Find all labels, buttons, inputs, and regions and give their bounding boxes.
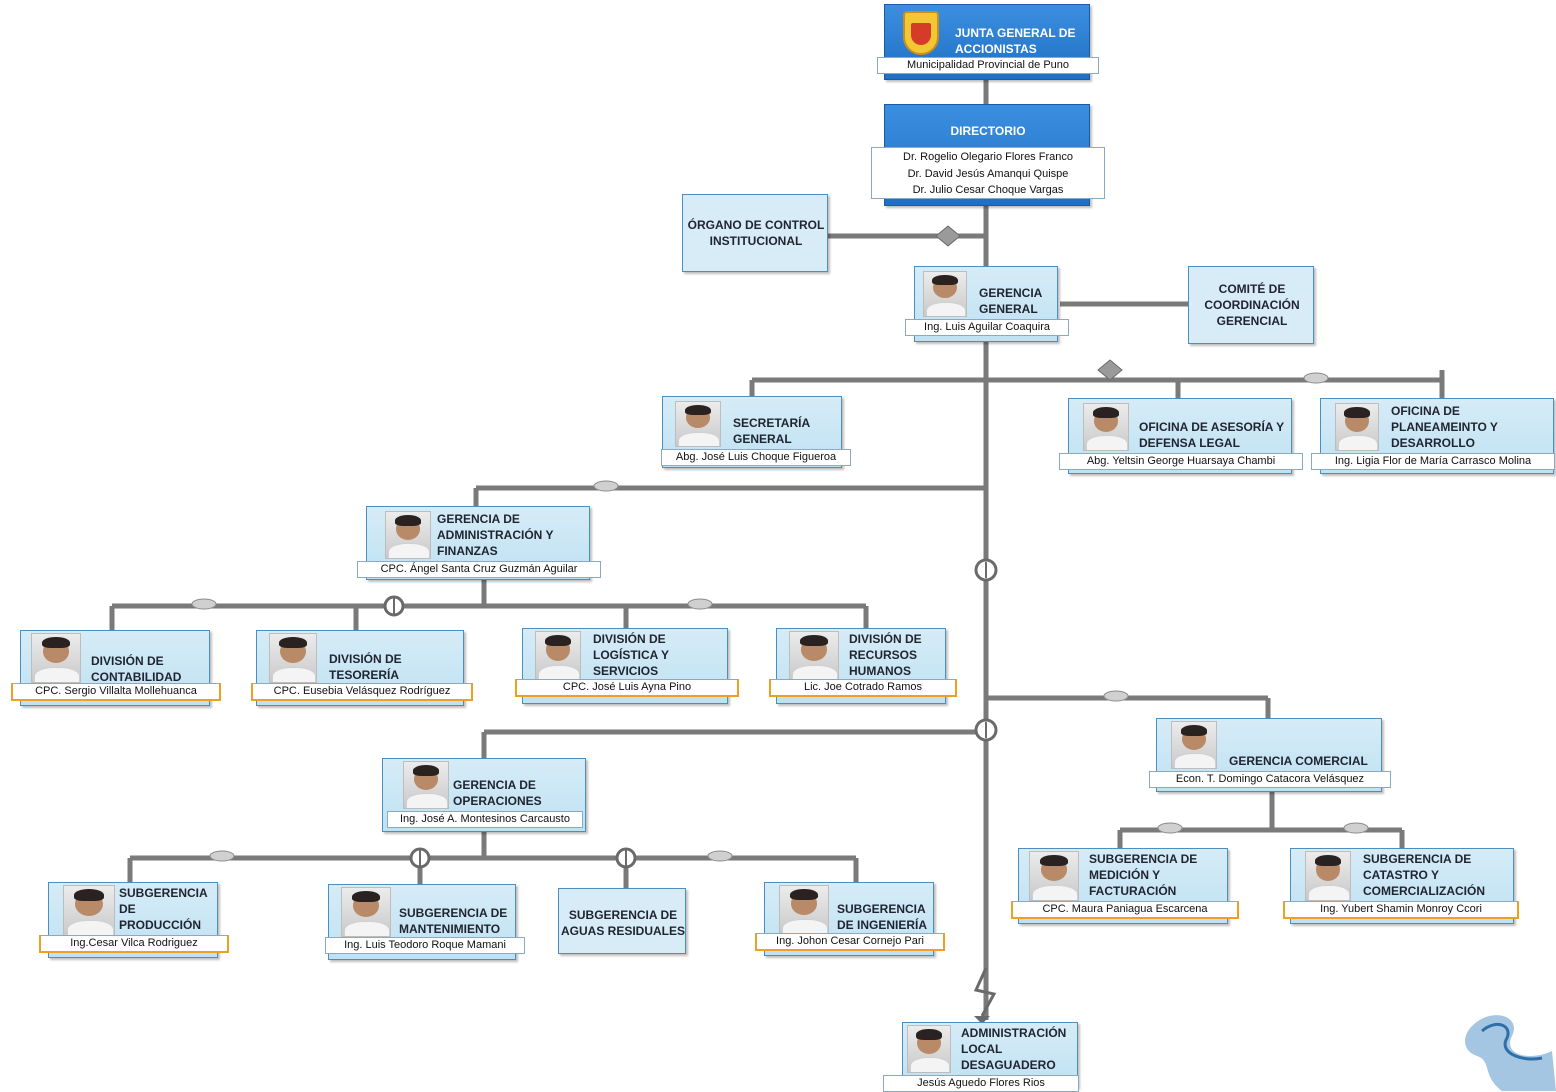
residuales-title: SUBGERENCIA DE AGUAS RESIDUALES [560,908,685,938]
comite-title: COMITÉ DE COORDINACIÓN GERENCIAL [1204,282,1300,328]
desaguadero-title: ADMINISTRACIÓN LOCAL DESAGUADERO [961,1026,1067,1072]
directorio-member: Dr. David Jesús Amanqui Quispe [907,167,1069,180]
residuales-box[interactable]: SUBGERENCIA DE AGUAS RESIDUALES [558,888,686,954]
comercial-box[interactable]: GERENCIA COMERCIAL Econ. T. Domingo Cata… [1149,718,1391,792]
comercial-photo [1171,721,1217,769]
contabilidad-photo [31,633,81,683]
directorio-box[interactable]: DIRECTORIO Dr. Rogelio Olegario Flores F… [871,104,1105,206]
gerencia-general-name: Ing. Luis Aguilar Coaquira [905,319,1069,336]
contabilidad-box[interactable]: DIVISIÓN DE CONTABILIDAD CPC. Sergio Vil… [11,630,221,706]
planeamiento-box[interactable]: OFICINA DE PLANEAMEINTO Y DESARROLLO EMP… [1311,398,1555,474]
gerencia-general-box[interactable]: GERENCIA GENERAL Ing. Luis Aguilar Coaqu… [905,266,1069,342]
desaguadero-box[interactable]: ADMINISTRACIÓN LOCAL DESAGUADERO Jesús A… [883,1022,1079,1092]
comercial-title: GERENCIA COMERCIAL [1229,754,1368,768]
asesoria-box[interactable]: OFICINA DE ASESORÍA Y DEFENSA LEGAL Abg.… [1059,398,1303,474]
medicion-photo [1029,851,1079,901]
rrhh-name: Lic. Joe Cotrado Ramos [769,679,957,697]
ingenieria-name: Ing. Johon Cesar Cornejo Pari [755,933,945,951]
tesoreria-name: CPC. Eusebia Velásquez Rodríguez [251,683,473,701]
ingenieria-photo [779,885,829,935]
operaciones-name: Ing. José A. Montesinos Carcausto [387,811,583,828]
ingenieria-box[interactable]: SUBGERENCIA DE INGENIERÍA Ing. Johon Ces… [755,882,945,956]
gaf-name: CPC. Ángel Santa Cruz Guzmán Aguilar [357,561,601,578]
directorio-member: Dr. Julio Cesar Choque Vargas [912,184,1064,196]
municipal-emblem-icon [903,11,939,55]
logistica-name: CPC. José Luis Ayna Pino [515,679,739,697]
produccion-box[interactable]: SUBGERENCIA DE PRODUCCIÓN DE AGUA Ing.Ce… [39,882,229,958]
organo-control-title: ÓRGANO DE CONTROL INSTITUCIONAL [687,218,825,248]
mantenimiento-name: Ing. Luis Teodoro Roque Mamani [325,937,525,954]
directorio-member: Dr. Rogelio Olegario Flores Franco [903,151,1073,163]
mantenimiento-title: SUBGERENCIA DE MANTENIMIENTO [399,906,508,936]
tesoreria-box[interactable]: DIVISIÓN DE TESORERÍA CPC. Eusebia Velás… [251,630,473,706]
ingenieria-title: SUBGERENCIA DE INGENIERÍA [837,902,928,932]
contabilidad-name: CPC. Sergio Villalta Mollehuanca [11,683,221,701]
junta-title: JUNTA GENERAL DE ACCIONISTAS [955,26,1076,56]
decorative-wave-graphic [1465,1015,1556,1091]
rrhh-photo [789,631,839,681]
contabilidad-title: DIVISIÓN DE CONTABILIDAD [91,654,182,684]
directorio-title: DIRECTORIO [950,124,1026,138]
tesoreria-title: DIVISIÓN DE TESORERÍA [329,652,402,682]
mantenimiento-box[interactable]: SUBGERENCIA DE MANTENIMIENTO Ing. Luis T… [325,884,525,960]
medicion-name: CPC. Maura Paniagua Escarcena [1011,901,1239,919]
catastro-name: Ing. Yubert Shamin Monroy Ccori [1283,901,1519,919]
medicion-title: SUBGERENCIA DE MEDICIÓN Y FACTURACIÓN [1089,852,1198,898]
logistica-photo [535,631,581,681]
desaguadero-photo [907,1025,951,1073]
catastro-photo [1305,851,1351,901]
medicion-box[interactable]: SUBGERENCIA DE MEDICIÓN Y FACTURACIÓN CP… [1011,848,1239,924]
catastro-title: SUBGERENCIA DE CATASTRO Y COMERCIALIZACI… [1363,852,1485,898]
organo-control-box[interactable]: ÓRGANO DE CONTROL INSTITUCIONAL [682,194,828,272]
planeamiento-photo [1335,403,1379,451]
rrhh-title: DIVISIÓN DE RECURSOS HUMANOS [849,632,922,678]
planeamiento-name: Ing. Ligia Flor de María Carrasco Molina [1311,453,1555,470]
operaciones-box[interactable]: GERENCIA DE OPERACIONES Ing. José A. Mon… [382,758,586,832]
rrhh-box[interactable]: DIVISIÓN DE RECURSOS HUMANOS Lic. Joe Co… [769,628,957,704]
junta-name: Municipalidad Provincial de Puno [877,57,1099,74]
gerencia-general-photo [923,271,967,317]
gaf-box[interactable]: GERENCIA DE ADMINISTRACIÓN Y FINANZAS CP… [357,506,601,580]
catastro-box[interactable]: SUBGERENCIA DE CATASTRO Y COMERCIALIZACI… [1283,848,1519,924]
operaciones-title: GERENCIA DE OPERACIONES [453,778,542,808]
secretaria-box[interactable]: SECRETARÍA GENERAL Abg. José Luis Choque… [661,396,851,468]
directorio-members: Dr. Rogelio Olegario Flores Franco Dr. D… [871,147,1105,199]
produccion-photo [63,885,115,937]
produccion-name: Ing.Cesar Vilca Rodriguez [39,935,229,953]
operaciones-photo [403,761,449,809]
comite-box[interactable]: COMITÉ DE COORDINACIÓN GERENCIAL [1188,266,1314,344]
gaf-title: GERENCIA DE ADMINISTRACIÓN Y FINANZAS [437,512,554,558]
asesoria-photo [1083,403,1129,451]
mantenimiento-photo [341,887,391,937]
asesoria-name: Abg. Yeltsin George Huarsaya Chambi [1059,453,1303,470]
desaguadero-name: Jesús Aguedo Flores Rios [883,1075,1079,1092]
gaf-photo [385,511,431,559]
tesoreria-photo [269,633,317,683]
logistica-box[interactable]: DIVISIÓN DE LOGÍSTICA Y SERVICIOS GENERA… [515,628,739,704]
secretaria-photo [675,401,721,447]
gerencia-general-title: GERENCIA GENERAL [979,286,1042,316]
comercial-name: Econ. T. Domingo Catacora Velásquez [1149,771,1391,788]
secretaria-title: SECRETARÍA GENERAL [733,416,810,446]
asesoria-title: OFICINA DE ASESORÍA Y DEFENSA LEGAL [1139,420,1284,450]
junta-general-box[interactable]: JUNTA GENERAL DE ACCIONISTAS Municipalid… [877,4,1099,80]
secretaria-name: Abg. José Luis Choque Figueroa [661,449,851,466]
